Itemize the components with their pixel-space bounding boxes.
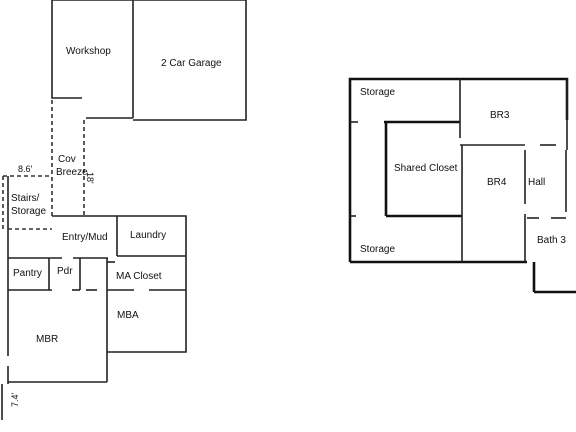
ma-closet-label: MA Closet (116, 271, 162, 282)
laundry-label: Laundry (130, 230, 166, 241)
cov-breeze-label-line1: Cov (58, 154, 76, 165)
stairs-label-line1: Stairs/ (11, 193, 40, 204)
main-floor-plan: Workshop 2 Car Garage Cov Breeze 18' 8.6… (1, 0, 247, 420)
br4-room (461, 145, 526, 262)
stairs-label-line2: Storage (11, 206, 46, 217)
mbr-label: MBR (36, 334, 58, 345)
garage-room (133, 0, 247, 121)
garage-label: 2 Car Garage (161, 58, 222, 69)
br3-room (459, 79, 568, 150)
upper-floor-plan: Storage BR3 Shared Closet BR4 Hall Stora… (348, 77, 576, 294)
covered-breeze (51, 100, 85, 216)
width-dimension-label: 8.6' (18, 164, 33, 174)
bath3-room (527, 150, 567, 219)
br4-label: BR4 (487, 177, 507, 188)
storage-bottom-label: Storage (360, 244, 395, 255)
height-dimension-label: 7.4' (10, 392, 20, 407)
stairs-storage-room (2, 175, 52, 232)
shared-closet-room (350, 120, 462, 218)
entry-mud-label: Entry/Mud (62, 232, 108, 243)
br3-label: BR3 (490, 110, 510, 121)
pantry-label: Pantry (13, 268, 42, 279)
breeze-dimension-label: 18' (85, 172, 95, 184)
main-lower-block (1, 215, 187, 420)
bath3-label: Bath 3 (537, 235, 566, 246)
storage-top-label: Storage (360, 87, 395, 98)
hall-label: Hall (528, 177, 545, 188)
cov-breeze-label-line2: Breeze (56, 167, 88, 178)
workshop-room (51, 0, 134, 119)
pdr-label: Pdr (57, 266, 73, 277)
workshop-label: Workshop (66, 46, 111, 57)
mba-label: MBA (117, 310, 139, 321)
shared-closet-label: Shared Closet (394, 163, 458, 174)
